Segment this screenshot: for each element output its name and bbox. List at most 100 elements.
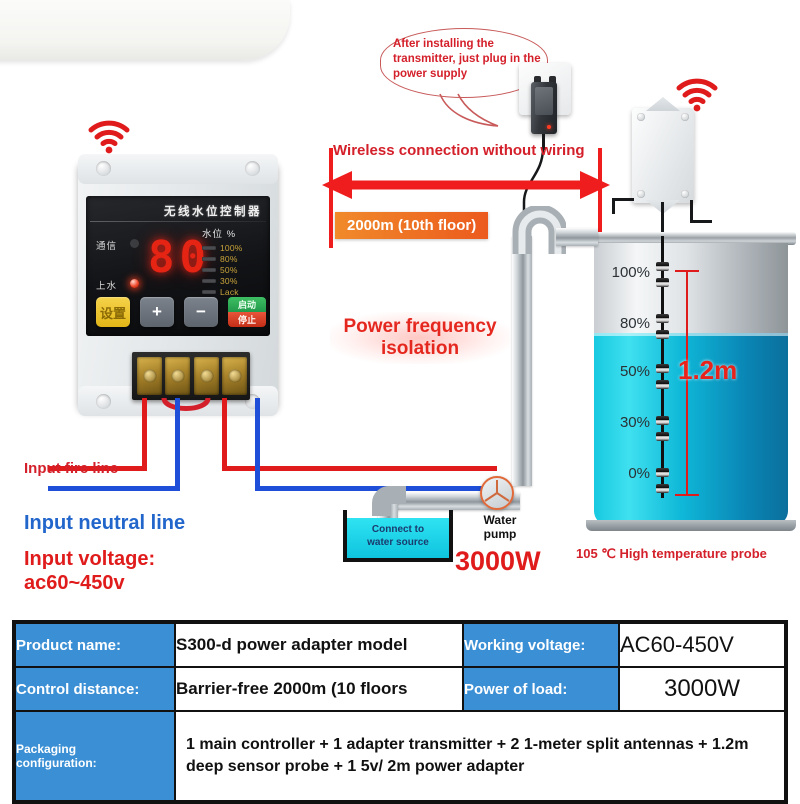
spec-key-control-distance: Control distance:: [14, 666, 176, 712]
spec-value-packaging: 1 main controller + 1 adapter transmitte…: [174, 710, 786, 802]
scale-label: 50%: [220, 264, 238, 275]
seven-segment-display: 80: [148, 232, 211, 283]
table-row: Control distance: Barrier-free 2000m (10…: [14, 666, 786, 712]
receiver-cable-left: [612, 198, 615, 214]
tank-air-space: [594, 243, 788, 334]
led-communication: [130, 239, 139, 248]
float-sensor: [656, 314, 669, 323]
receiver-cable-right: [690, 200, 693, 222]
transmitter-led: [547, 125, 551, 129]
spec-key-working-voltage: Working voltage:: [462, 622, 620, 668]
scale-row: Lack: [202, 286, 264, 297]
screw-icon: [96, 394, 111, 409]
water-level-scale: 水位 % 100% 80% 50% 30% Lack: [202, 226, 264, 297]
start-stop-button[interactable]: 启动 停止: [228, 297, 266, 327]
float-sensor: [656, 468, 669, 477]
wireless-receiver-box: [632, 97, 694, 214]
terminal-screw: [137, 357, 162, 395]
terminal-block: [132, 352, 250, 400]
fire-wire-segment: [142, 398, 147, 470]
neutral-wire-to-pump: [255, 486, 497, 491]
start-button[interactable]: 启动: [228, 297, 266, 312]
scale-label: 30%: [220, 275, 238, 286]
scale-row: 100%: [202, 242, 264, 253]
speech-bubble-tail: [438, 92, 500, 128]
pump-label: Water pump: [470, 513, 530, 542]
controller-button-row: 设置 + − 启动 停止: [96, 297, 266, 327]
scale-led: [202, 245, 216, 250]
table-row: Product name: S300-d power adapter model…: [14, 622, 786, 668]
reservoir-caption-line-2: water source: [367, 536, 429, 548]
reservoir-caption-line-1: Connect to: [371, 524, 425, 535]
scale-row: 80%: [202, 253, 264, 264]
pipe-elbow: [372, 486, 406, 516]
label-input-voltage: Input voltage:: [24, 548, 156, 570]
label-input-fire-line: Input fire line: [24, 460, 119, 477]
indicator-label-water-supply: 上水: [96, 281, 118, 292]
screw-icon: [681, 190, 689, 198]
float-sensor: [656, 432, 669, 441]
scale-row: 30%: [202, 275, 264, 286]
neutral-wire-segment: [175, 398, 180, 490]
indicator-label-communication: 通信: [96, 241, 118, 252]
socket-hole: [549, 76, 556, 87]
transmitter-cable-curve: [520, 147, 580, 218]
tank-level-label: 0%: [628, 465, 650, 482]
packaging-key-line-1: Packaging: [16, 741, 77, 756]
dimension-cap: [675, 270, 699, 272]
controller-front-panel: 无线水位控制器 通信 上水 80 水位 % 100% 80% 50% 30%: [86, 196, 270, 336]
range-marker-left: [329, 148, 333, 248]
stop-button[interactable]: 停止: [228, 312, 266, 327]
probe-caption: 105 ℃ High temperature probe: [576, 546, 767, 561]
reservoir-caption: Connect to water source: [347, 524, 449, 549]
sensor-probe-cable: [656, 236, 669, 498]
depth-dimension-label: 1.2m: [678, 355, 738, 385]
range-badge: 2000m (10th floor): [335, 212, 489, 239]
screw-icon: [245, 161, 260, 176]
fire-wire-segment: [48, 466, 147, 471]
tank-level-label: 50%: [619, 363, 650, 380]
tank-level-label: 80%: [619, 315, 650, 332]
isolation-line-1: Power frequency: [343, 316, 497, 337]
float-sensor: [656, 484, 669, 493]
pump-wattage: 3000W: [455, 546, 541, 576]
riser-pipe: [512, 236, 532, 486]
power-frequency-isolation-callout: Power frequency isolation: [330, 312, 510, 364]
socket-hole: [534, 76, 541, 87]
transmitter-cable: [542, 134, 545, 150]
scale-led: [202, 289, 216, 294]
float-sensor: [656, 278, 669, 287]
water-source-reservoir: Connect to water source: [343, 510, 453, 562]
neutral-wire-segment: [48, 486, 180, 491]
scale-label: Lack: [220, 286, 239, 297]
spec-value-power-of-load: 3000W: [618, 666, 786, 712]
scale-row: 50%: [202, 264, 264, 275]
spec-key-packaging: Packaging configuration:: [14, 710, 176, 802]
increment-button[interactable]: +: [140, 297, 174, 327]
tank-level-label: 100%: [611, 264, 650, 281]
controller-title: 无线水位控制器: [164, 206, 262, 218]
neutral-wire-to-pump: [255, 398, 260, 490]
spec-value-control-distance: Barrier-free 2000m (10 floors: [174, 666, 464, 712]
adapter-transmitter: [531, 82, 557, 134]
screw-icon: [637, 113, 645, 121]
spec-key-product-name: Product name:: [14, 622, 176, 668]
wireless-range-arrow: [322, 170, 610, 200]
scale-label: 80%: [220, 253, 238, 264]
decorative-top-banner: [0, 0, 290, 60]
receiver-cable-right: [690, 220, 712, 223]
valve-icon: [480, 476, 514, 510]
wireless-headline: Wireless connection without wiring: [333, 142, 585, 159]
wifi-icon-receiver: [676, 78, 718, 112]
spec-value-working-voltage: AC60-450V: [618, 622, 786, 668]
set-button[interactable]: 设置: [96, 297, 130, 327]
probe-cable: [661, 202, 664, 236]
decrement-button[interactable]: −: [184, 297, 218, 327]
isolation-line-2: isolation: [380, 337, 460, 359]
tank-lid: [586, 232, 796, 245]
pump-label-line-1: Water: [483, 513, 517, 527]
float-sensor: [656, 416, 669, 425]
speech-bubble-text: After installing the transmitter, just p…: [393, 38, 541, 81]
label-input-voltage-value: ac60~450v: [24, 572, 125, 594]
